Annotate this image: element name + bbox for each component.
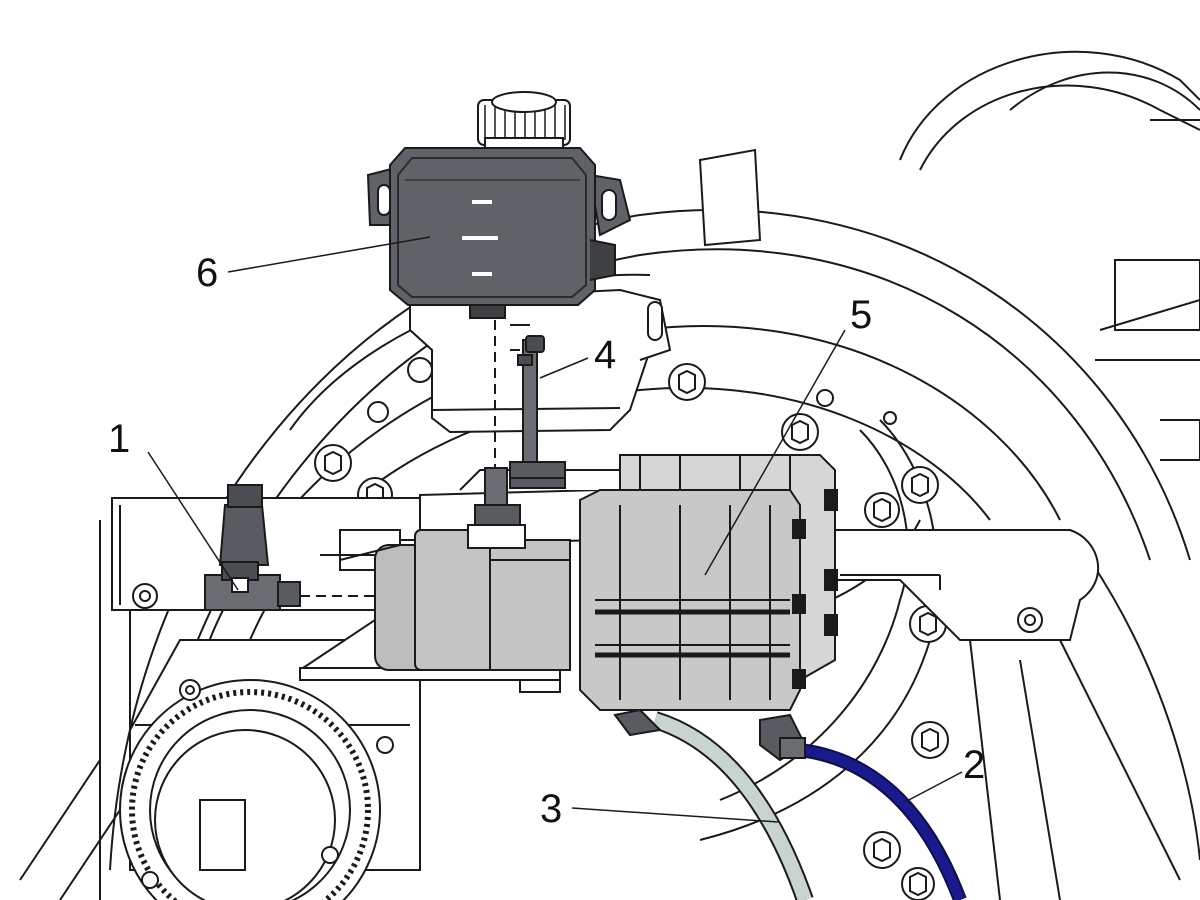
pneumatic-fitting	[204, 484, 380, 611]
machine-housing	[19, 50, 1200, 900]
callout-2: 2	[963, 743, 985, 787]
leader-line-2	[904, 771, 963, 803]
bolt-head	[901, 466, 939, 504]
leader-lines	[147, 236, 963, 823]
callout-4: 4	[594, 333, 616, 377]
clear-hose	[652, 711, 814, 900]
leader-line-4	[539, 357, 589, 379]
bolt-head	[864, 492, 900, 528]
bolt-head	[314, 444, 352, 482]
gear-motor	[119, 639, 421, 900]
leader-line-1	[147, 451, 239, 591]
adapter-body	[407, 288, 672, 434]
callout-1: 1	[108, 417, 130, 461]
callout-3: 3	[540, 787, 562, 831]
bolt-head	[668, 363, 706, 401]
reservoir	[366, 147, 632, 319]
bolt-screw	[509, 335, 566, 489]
manifold-fitting	[467, 467, 526, 549]
leader-line-3	[571, 807, 779, 823]
callout-6: 6	[196, 251, 218, 295]
leader-line-5	[704, 329, 846, 576]
housing-bolts	[314, 363, 949, 900]
leader-line-6	[227, 236, 431, 273]
callout-5: 5	[850, 293, 872, 337]
bolt-head	[911, 721, 949, 759]
valve-stack	[579, 454, 838, 762]
bolt-head	[863, 831, 901, 869]
reservoir-cap	[477, 91, 571, 151]
pump-motor	[339, 529, 571, 693]
bolt-head	[901, 867, 935, 900]
blue-hose	[799, 743, 967, 900]
